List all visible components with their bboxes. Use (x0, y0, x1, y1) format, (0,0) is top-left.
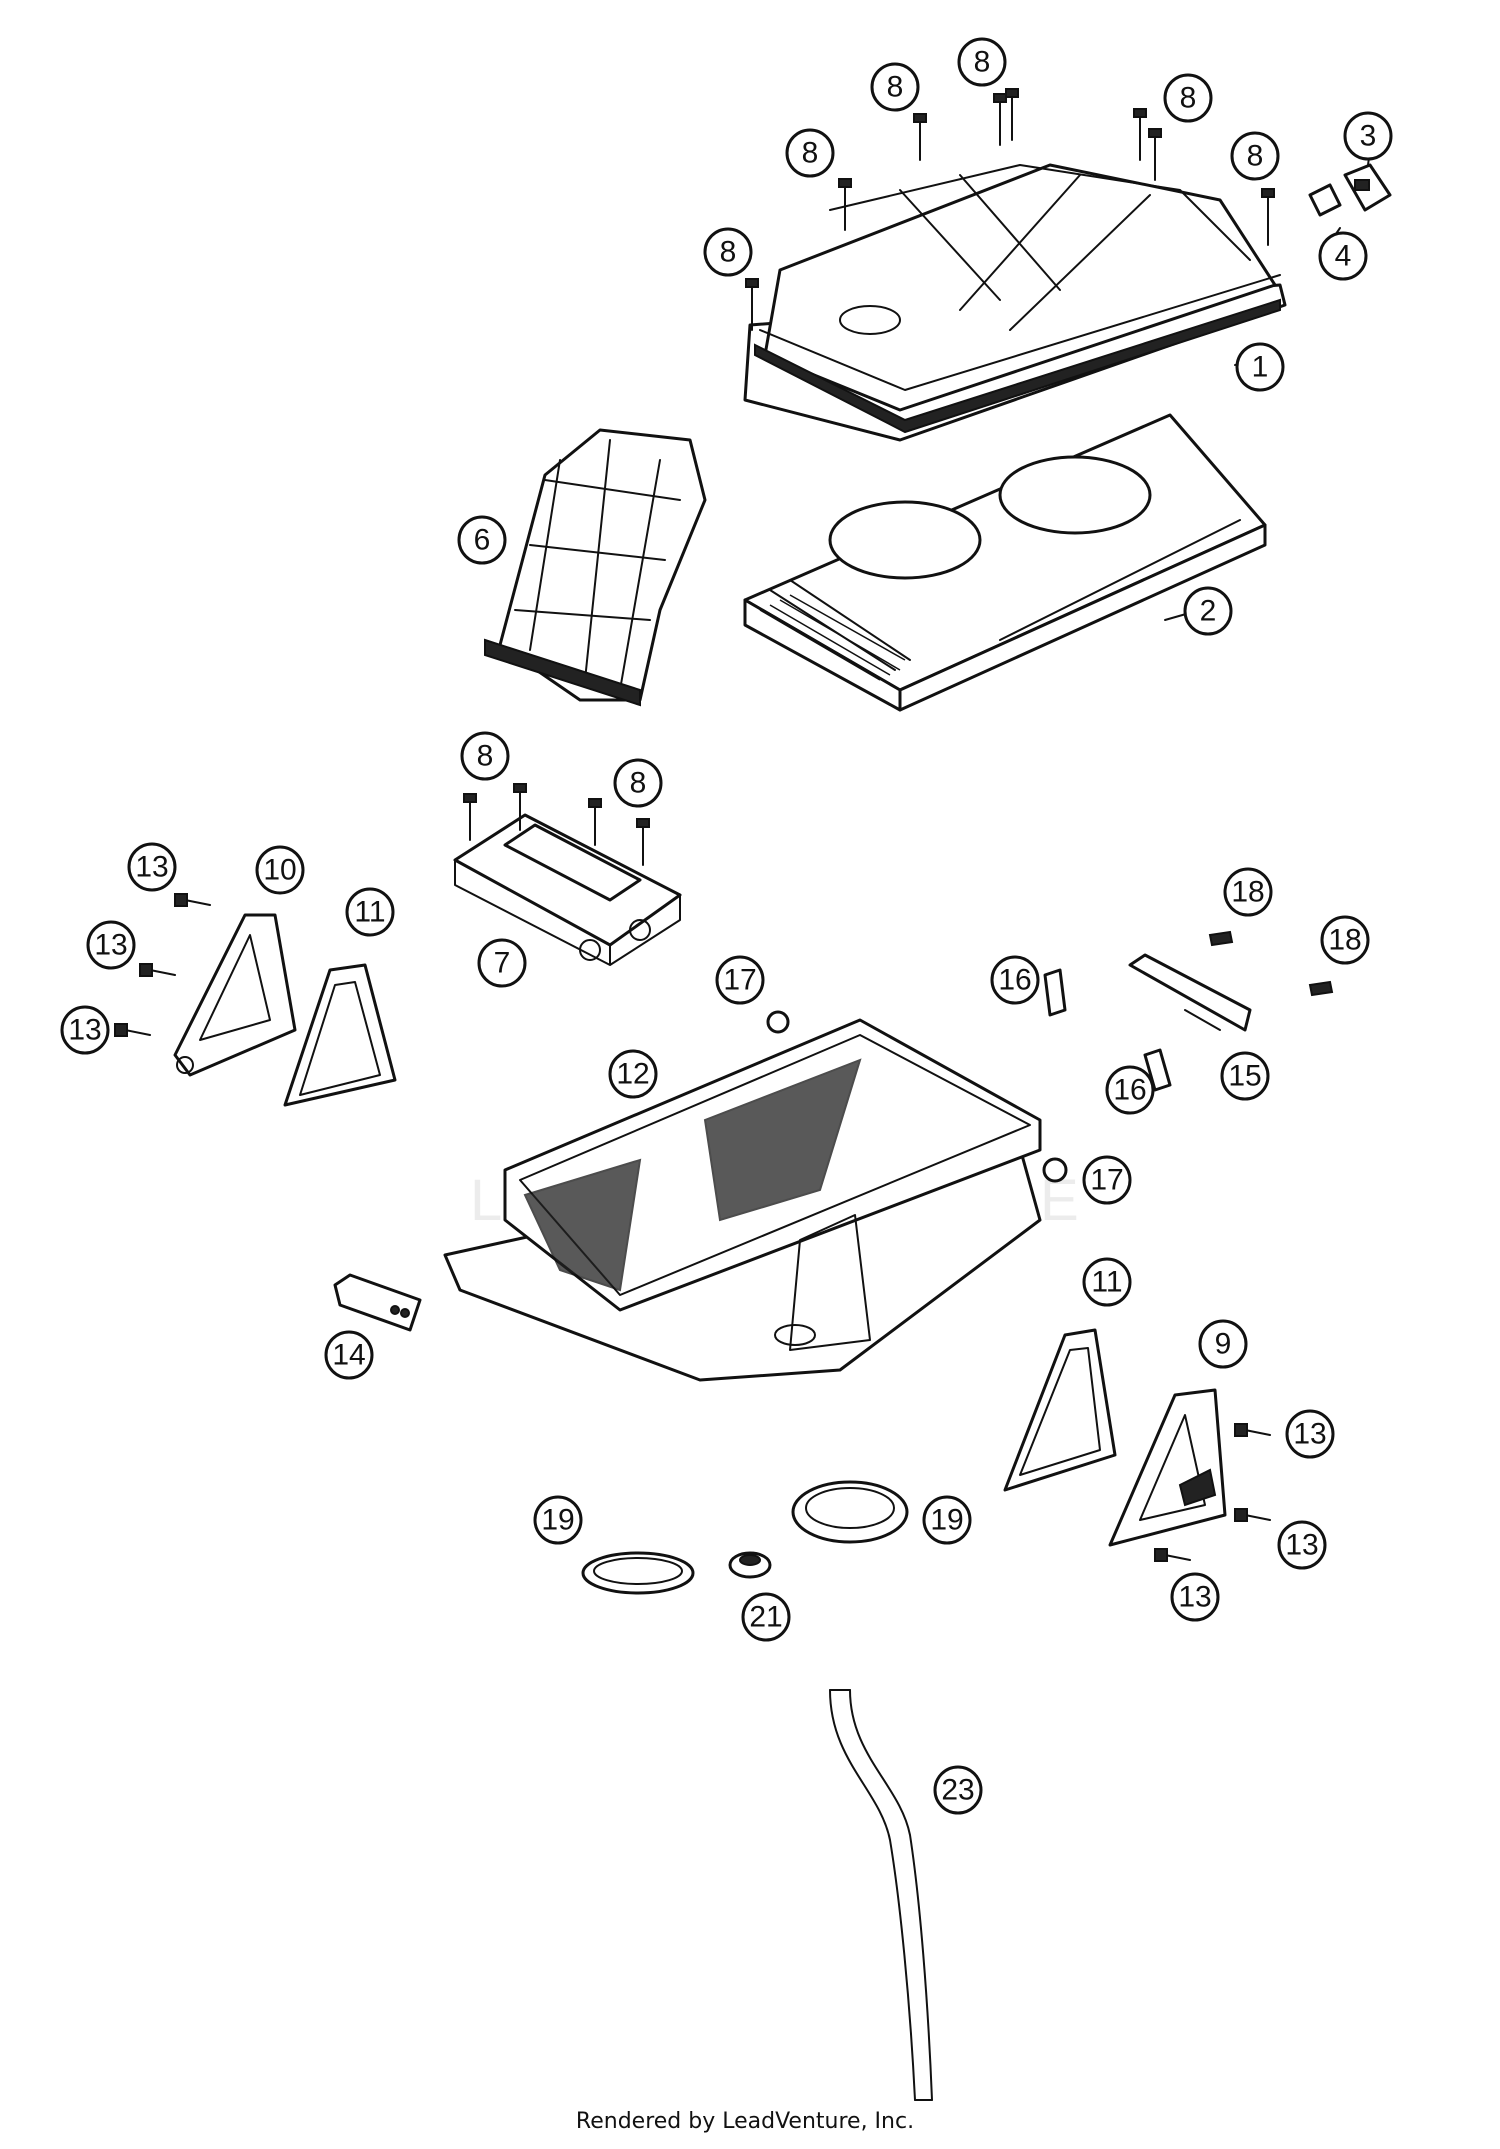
callout-21: 21 (741, 1592, 791, 1642)
callout-12: 12 (608, 1049, 658, 1099)
callout-8h: 8 (613, 758, 663, 808)
callout-14: 14 (324, 1330, 374, 1380)
part-11-gasket-left[interactable] (283, 963, 397, 1107)
svg-text:1: 1 (1252, 351, 1269, 384)
part-11-gasket-right[interactable] (1003, 1328, 1117, 1492)
part-21-grommet[interactable] (728, 1551, 772, 1579)
svg-text:12: 12 (616, 1058, 649, 1091)
part-6-intake-duct[interactable] (484, 428, 707, 707)
callout-11a: 11 (345, 887, 395, 937)
svg-text:8: 8 (477, 740, 494, 773)
svg-text:19: 19 (541, 1504, 574, 1537)
svg-text:4: 4 (1335, 240, 1352, 273)
part-4-gasket[interactable] (1308, 183, 1342, 217)
callout-16a: 16 (990, 955, 1040, 1005)
svg-text:19: 19 (930, 1504, 963, 1537)
callout-3: 3 (1343, 111, 1393, 161)
part-2-air-filter[interactable] (743, 413, 1267, 712)
part-9-bracket[interactable] (1108, 1388, 1227, 1547)
callout-8e: 8 (1230, 131, 1280, 181)
callout-8a: 8 (957, 37, 1007, 87)
callout-8c: 8 (1163, 73, 1213, 123)
svg-text:3: 3 (1360, 120, 1377, 153)
callout-8g: 8 (460, 731, 510, 781)
svg-text:21: 21 (749, 1601, 782, 1634)
svg-text:8: 8 (630, 767, 647, 800)
svg-text:11: 11 (1091, 1266, 1122, 1299)
callout-18a: 18 (1223, 867, 1273, 917)
callout-13d: 13 (1285, 1409, 1335, 1459)
svg-text:17: 17 (1090, 1164, 1123, 1197)
callout-8f: 8 (703, 227, 753, 277)
part-19-ring-right[interactable] (791, 1480, 909, 1544)
callout-13f: 13 (1170, 1572, 1220, 1622)
callout-13a: 13 (127, 842, 177, 892)
callout-10: 10 (255, 845, 305, 895)
callout-18b: 18 (1320, 915, 1370, 965)
callout-2: 2 (1183, 586, 1233, 636)
footer-credit: Rendered by LeadVenture, Inc. (576, 2109, 914, 2134)
svg-text:18: 18 (1328, 924, 1361, 957)
part-15-rail[interactable] (1128, 953, 1252, 1032)
svg-text:8: 8 (974, 46, 991, 79)
callout-19b: 19 (922, 1495, 972, 1545)
callout-6: 6 (457, 515, 507, 565)
callout-8d: 8 (785, 128, 835, 178)
part-13-screws[interactable] (114, 893, 1271, 1562)
svg-text:13: 13 (68, 1014, 101, 1047)
callout-17a: 17 (715, 955, 765, 1005)
part-18-screws[interactable] (1208, 930, 1334, 997)
svg-text:8: 8 (1247, 140, 1264, 173)
svg-text:11: 11 (354, 896, 385, 929)
callout-23: 23 (933, 1765, 983, 1815)
part-7-flange[interactable] (453, 813, 682, 966)
svg-text:14: 14 (332, 1339, 365, 1372)
callout-16b: 16 (1105, 1065, 1155, 1115)
svg-text:8: 8 (1180, 82, 1197, 115)
callout-13e: 13 (1277, 1520, 1327, 1570)
svg-text:7: 7 (494, 947, 511, 980)
callout-1: 1 (1235, 342, 1285, 392)
svg-text:23: 23 (941, 1774, 974, 1807)
svg-text:13: 13 (94, 929, 127, 962)
svg-text:10: 10 (263, 854, 296, 887)
callout-8b: 8 (870, 62, 920, 112)
part-19-ring-left[interactable] (581, 1551, 695, 1595)
svg-text:6: 6 (474, 524, 491, 557)
callout-7: 7 (477, 938, 527, 988)
svg-text:13: 13 (1178, 1581, 1211, 1614)
svg-text:9: 9 (1215, 1328, 1232, 1361)
callout-11b: 11 (1082, 1257, 1132, 1307)
callout-15: 15 (1220, 1051, 1270, 1101)
callout-19a: 19 (533, 1495, 583, 1545)
svg-text:15: 15 (1228, 1060, 1261, 1093)
svg-text:13: 13 (1285, 1529, 1318, 1562)
svg-text:18: 18 (1231, 876, 1264, 909)
part-17-grommets[interactable] (766, 1010, 1068, 1183)
callout-13b: 13 (86, 920, 136, 970)
svg-text:13: 13 (1293, 1418, 1326, 1451)
svg-text:8: 8 (802, 137, 819, 170)
callout-17b: 17 (1082, 1155, 1132, 1205)
svg-text:17: 17 (723, 964, 756, 997)
part-16-clips[interactable] (1043, 968, 1172, 1092)
svg-text:16: 16 (998, 964, 1031, 997)
part-8-bolts[interactable] (463, 88, 1275, 866)
svg-text:8: 8 (720, 236, 737, 269)
part-3-clip[interactable] (1343, 163, 1392, 212)
svg-text:2: 2 (1200, 595, 1217, 628)
svg-text:13: 13 (135, 851, 168, 884)
callout-9: 9 (1198, 1319, 1248, 1369)
callout-4: 4 (1318, 231, 1368, 281)
svg-text:16: 16 (1113, 1074, 1146, 1107)
part-23-drain-hose[interactable] (829, 1689, 933, 2101)
part-10-bracket[interactable] (173, 913, 297, 1077)
part-12-airbox-base[interactable] (443, 1018, 1042, 1382)
part-1-airbox-lid[interactable] (743, 163, 1287, 442)
callouts: 1 2 3 4 6 7 8 8 8 8 8 8 8 8 9 10 11 11 1… (60, 37, 1393, 1815)
part-14-strip[interactable] (333, 1273, 422, 1332)
svg-text:8: 8 (887, 71, 904, 104)
callout-13c: 13 (60, 1005, 110, 1055)
